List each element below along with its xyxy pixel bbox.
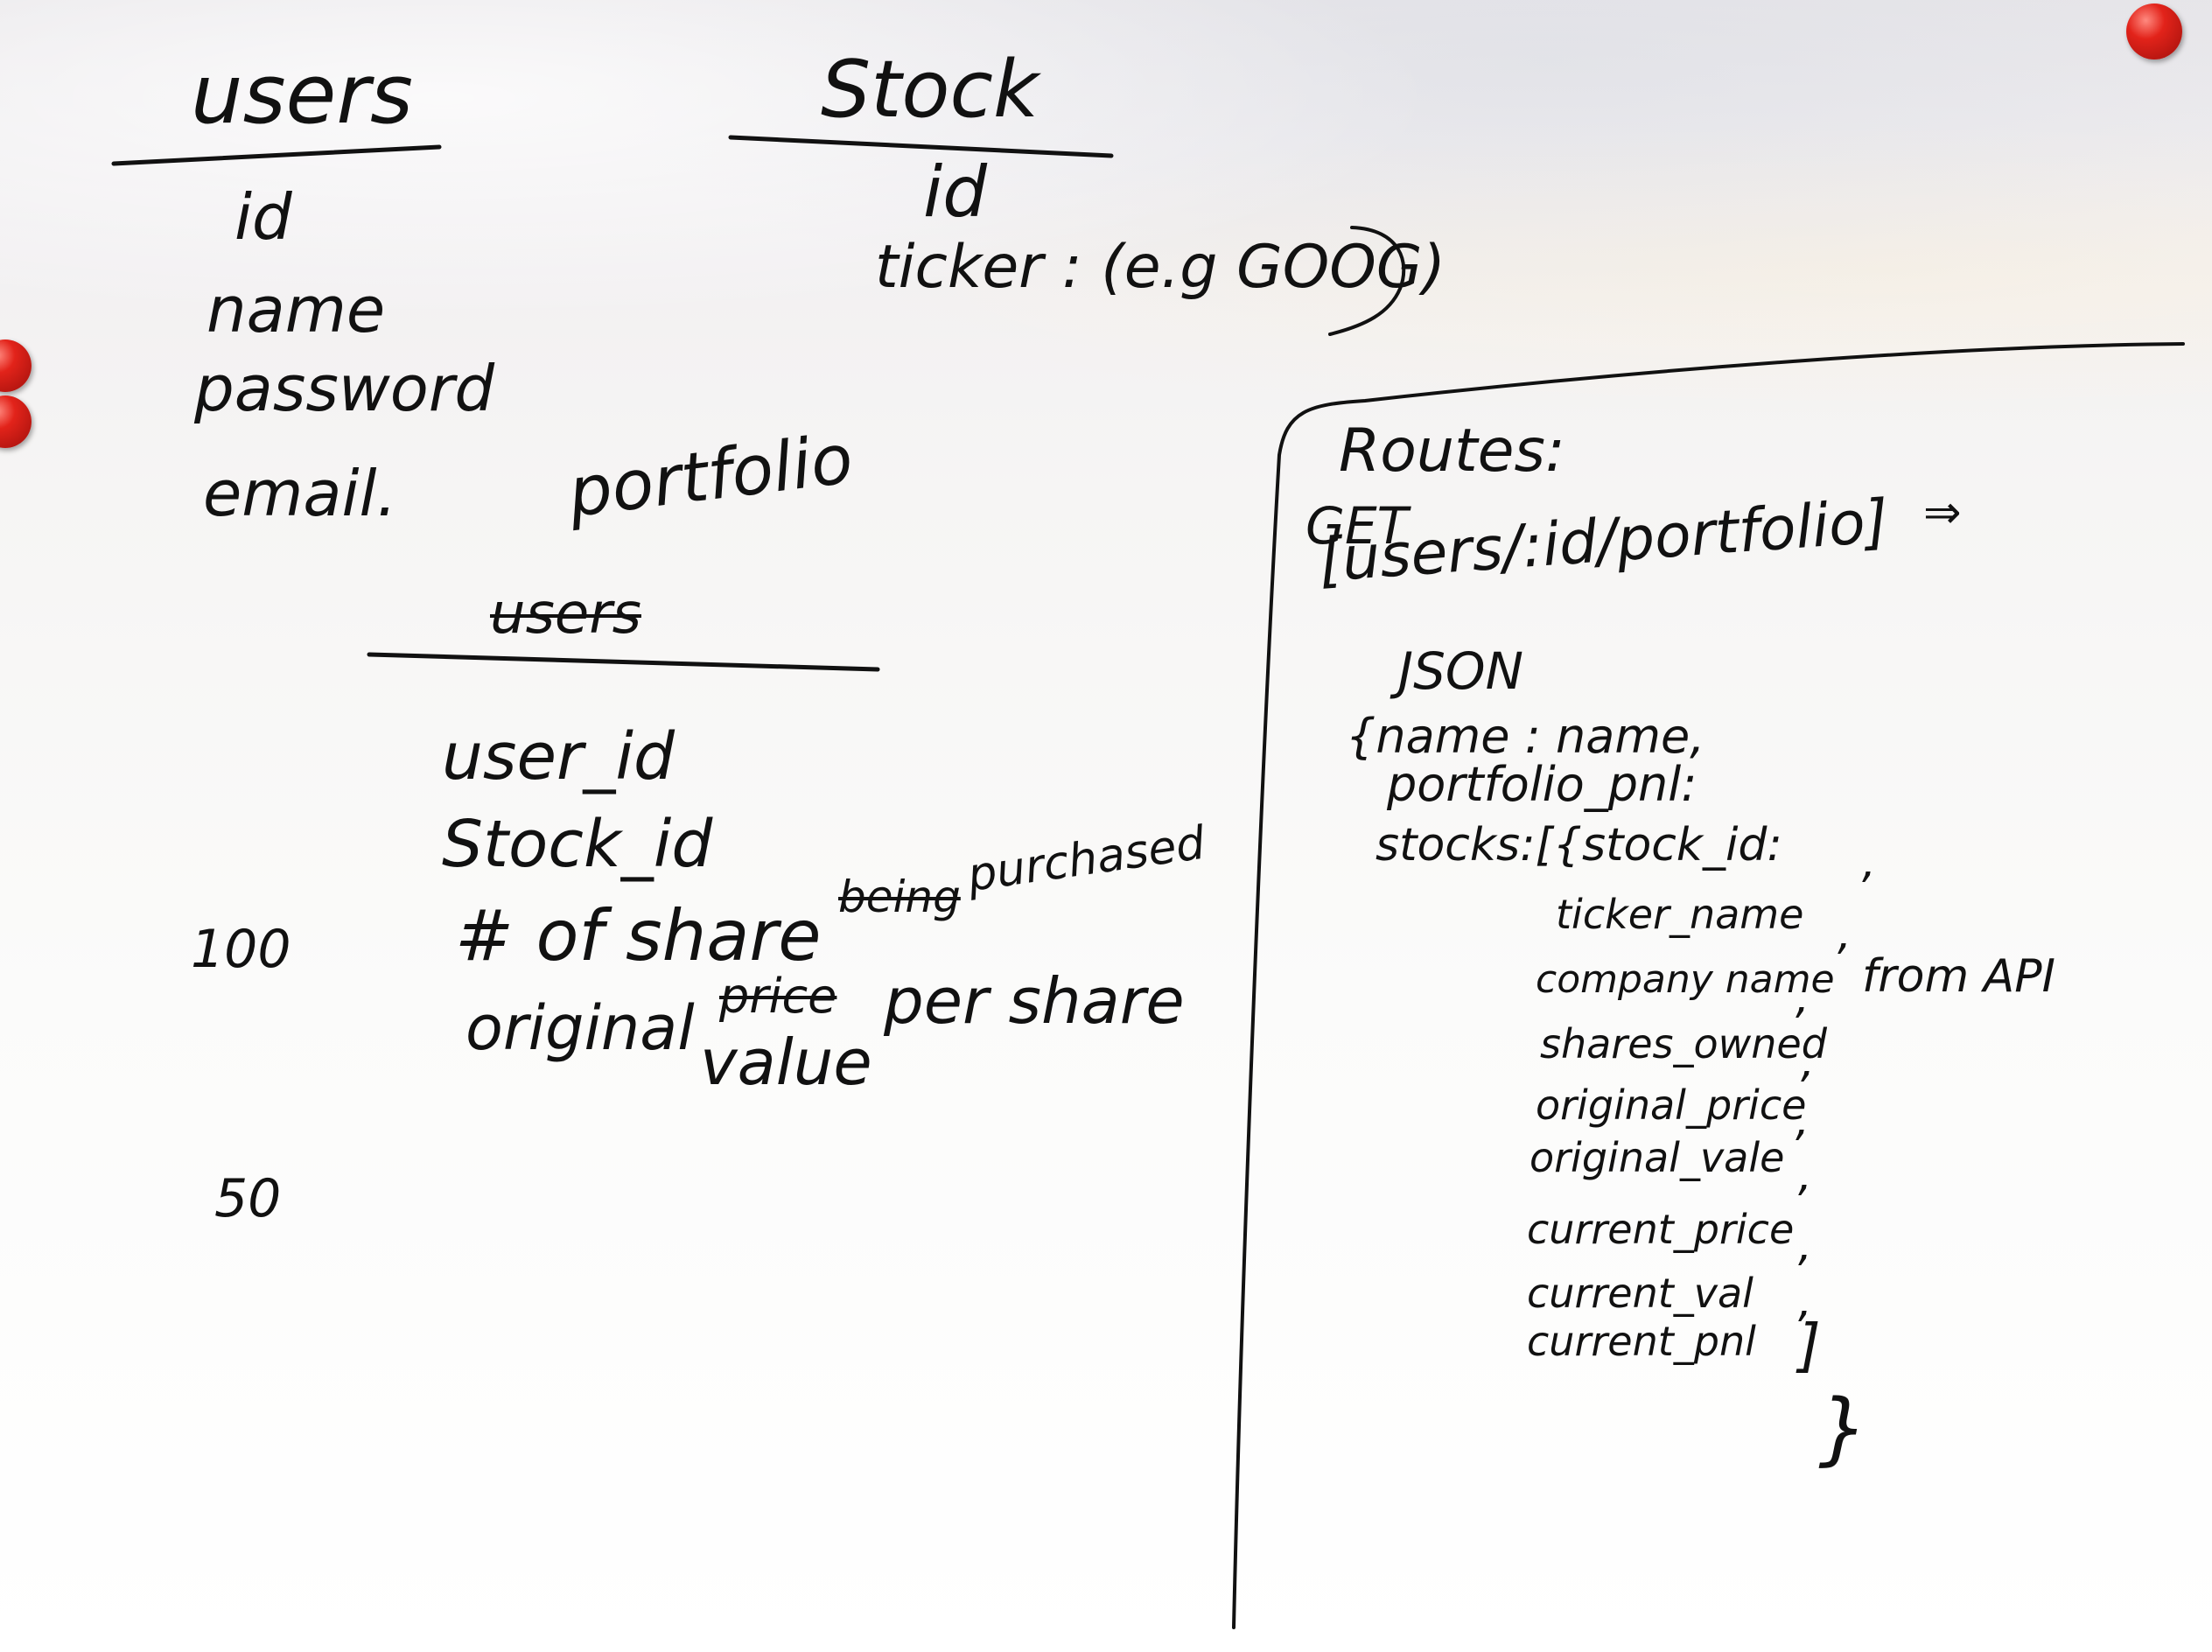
route-field-ticker-name: ticker_name [1556,891,1804,938]
route-box-border [1232,342,2185,1629]
routes-title: Routes: [1339,416,1565,486]
portfolio-field-original: original [466,992,695,1064]
portfolio-struck-price: price [719,969,837,1024]
route-comma-3: , [1801,1036,1815,1087]
portfolio-struck-title: users [490,582,641,647]
users-field-id: id [234,180,292,254]
route-comma-6: , [1798,1220,1812,1270]
route-field-shares-owned: shares_owned [1540,1020,1827,1068]
portfolio-field-shares: # of share [455,895,822,976]
portfolio-field-stock-id: Stock_id [442,807,713,882]
routes-api-note: from API [1862,950,2055,1003]
routes-arrow: ⇒ [1923,486,1962,539]
route-comma-2: , [1796,972,1810,1023]
users-field-email: email. [203,457,397,530]
routes-close-brace: } [1818,1382,1869,1474]
route-comma-7: , [1798,1276,1812,1326]
stock-field-id: id [923,151,988,233]
users-underline [111,144,442,166]
route-comma-0: , [1862,836,1876,887]
route-field-current-val: current_val [1527,1270,1754,1317]
users-field-password: password [194,352,495,425]
margin-number-50: 50 [214,1168,282,1229]
stock-table-title: Stock [821,44,1040,136]
routes-body-open: {name : name, [1346,709,1705,764]
route-field-company-name: company name [1536,957,1835,1002]
users-field-name: name [206,273,386,346]
portfolio-struck-being: being [838,872,961,922]
stock-underline [728,135,1114,158]
route-comma-1: , [1838,908,1852,959]
route-comma-5: , [1798,1150,1812,1200]
routes-format: JSON [1398,641,1523,701]
routes-method: GET [1306,496,1409,556]
ticker-brace [1328,226,1406,336]
route-field-original-vale: original_vale [1530,1134,1785,1181]
magnet-top-right [2126,4,2182,60]
portfolio-field-value: value [700,1026,872,1099]
portfolio-note-per-share: per share [884,964,1185,1038]
route-comma-4: , [1796,1095,1810,1145]
users-table-title: users [191,47,414,143]
route-field-original-price: original_price [1536,1082,1807,1129]
routes-close-bracket: ] [1798,1312,1821,1379]
route-field-current-price: current_price [1527,1206,1795,1253]
routes-stocks-line: stocks:[{stock_id: [1376,819,1782,872]
margin-number-100: 100 [191,919,291,980]
portfolio-underline [367,652,880,672]
stock-field-ticker: ticker : (e.g GOOG) [875,233,1446,302]
portfolio-field-user-id: user_id [442,719,675,794]
route-field-current-pnl: current_pnl [1527,1318,1756,1365]
routes-pnl-line: portfolio_pnl: [1387,757,1698,812]
